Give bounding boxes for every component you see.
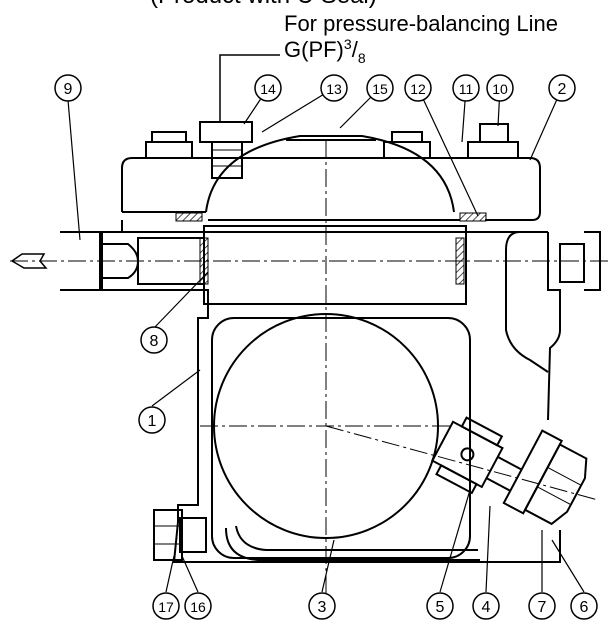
thread-slash: / bbox=[351, 37, 358, 62]
callout-3-label: 3 bbox=[318, 599, 327, 616]
centerlines bbox=[10, 140, 610, 600]
thread-prefix: G(PF) bbox=[284, 37, 344, 62]
thread-sup: 3 bbox=[343, 36, 352, 52]
callout-11-label: 11 bbox=[459, 81, 474, 97]
callout-9-label: 9 bbox=[64, 81, 73, 98]
callout-2-label: 2 bbox=[558, 81, 567, 98]
thread-sub: 8 bbox=[357, 50, 366, 66]
caption-thread-spec: G(PF)3/8 bbox=[284, 36, 366, 66]
callout-7-label: 7 bbox=[538, 599, 547, 616]
callout-bubbles: 9 14 13 15 12 11 10 2 8 1 17 16 3 5 4 7 … bbox=[54, 74, 598, 620]
callout-13: 13 bbox=[320, 74, 348, 102]
outline-strokes bbox=[60, 54, 601, 563]
callout-13-label: 13 bbox=[326, 81, 342, 97]
callout-15: 15 bbox=[366, 74, 394, 102]
caption-pressure-balancing-line: For pressure-balancing Line bbox=[284, 11, 558, 36]
caption-top-fragment: (Product with U Seal) bbox=[150, 0, 377, 10]
gasket-hatching bbox=[175, 212, 487, 285]
callout-4: 4 bbox=[472, 592, 500, 620]
callout-5-label: 5 bbox=[436, 599, 445, 616]
callout-8: 8 bbox=[140, 326, 168, 354]
callout-2: 2 bbox=[548, 74, 576, 102]
callout-4-label: 4 bbox=[482, 599, 491, 616]
callout-9: 9 bbox=[54, 74, 82, 102]
flow-arrow-icon bbox=[10, 253, 48, 269]
callout-3: 3 bbox=[308, 592, 336, 620]
callout-10: 10 bbox=[486, 74, 514, 102]
callout-6-label: 6 bbox=[580, 599, 589, 616]
callout-1-label: 1 bbox=[148, 413, 157, 430]
callout-16: 16 bbox=[184, 592, 212, 620]
callout-11: 11 bbox=[452, 74, 480, 102]
callout-12: 12 bbox=[404, 74, 432, 102]
callout-14: 14 bbox=[254, 74, 282, 102]
callout-17-label: 17 bbox=[158, 599, 174, 615]
callout-5: 5 bbox=[426, 592, 454, 620]
callout-1: 1 bbox=[138, 406, 166, 434]
callout-8-label: 8 bbox=[150, 333, 159, 350]
callout-10-label: 10 bbox=[492, 81, 508, 97]
callout-7: 7 bbox=[528, 592, 556, 620]
leader-lines bbox=[67, 87, 585, 593]
callout-14-label: 14 bbox=[260, 81, 276, 97]
callout-15-label: 15 bbox=[372, 81, 388, 97]
callout-6: 6 bbox=[570, 592, 598, 620]
callout-12-label: 12 bbox=[410, 81, 426, 97]
callout-17: 17 bbox=[152, 592, 180, 620]
callout-16-label: 16 bbox=[190, 599, 206, 615]
